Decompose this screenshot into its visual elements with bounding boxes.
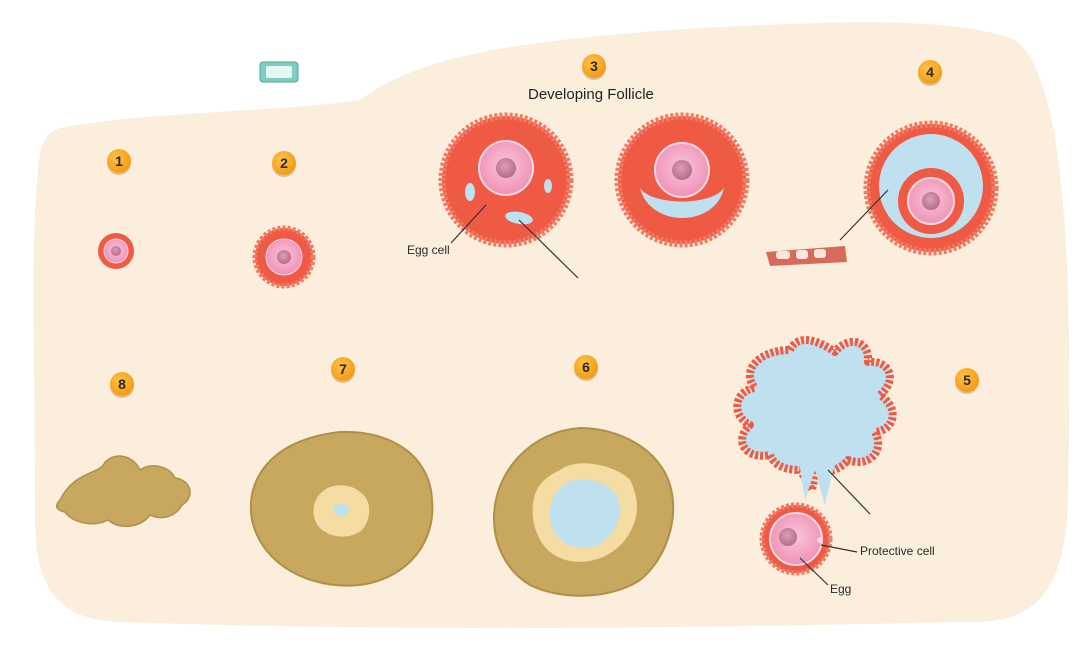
stage-4-follicle [766, 120, 999, 266]
stage-8-corpus-albicans [56, 455, 191, 527]
stage-4-badge: 4 [918, 60, 942, 84]
stage-3-follicle-a [438, 112, 579, 279]
stage-7-corpus-luteum [249, 430, 434, 587]
stage-2-follicle [252, 225, 316, 289]
diagram-title: Developing Follicle [528, 86, 654, 103]
stage-6-corpus-luteum [493, 426, 675, 597]
stage-1-follicle [98, 233, 134, 269]
stage-5-badge: 5 [955, 368, 979, 392]
egg-cell-pointer [450, 204, 487, 244]
egg-cell-label: Egg cell [407, 243, 450, 257]
stage-8-badge: 8 [110, 372, 134, 396]
protective-cell-label: Protective cell [860, 544, 935, 558]
egg-label: Egg [830, 582, 852, 596]
stage-7-badge: 7 [331, 357, 355, 381]
stage-3-badge: 3 [582, 54, 606, 78]
stage-5-ruptured-follicle [733, 336, 897, 586]
scale-icon [259, 61, 299, 83]
stage-1-badge: 1 [107, 149, 131, 173]
stage-3-follicle-b [614, 112, 750, 248]
stage-2-badge: 2 [272, 151, 296, 175]
tissue-strip [766, 246, 847, 266]
stage-6-badge: 6 [574, 355, 598, 379]
